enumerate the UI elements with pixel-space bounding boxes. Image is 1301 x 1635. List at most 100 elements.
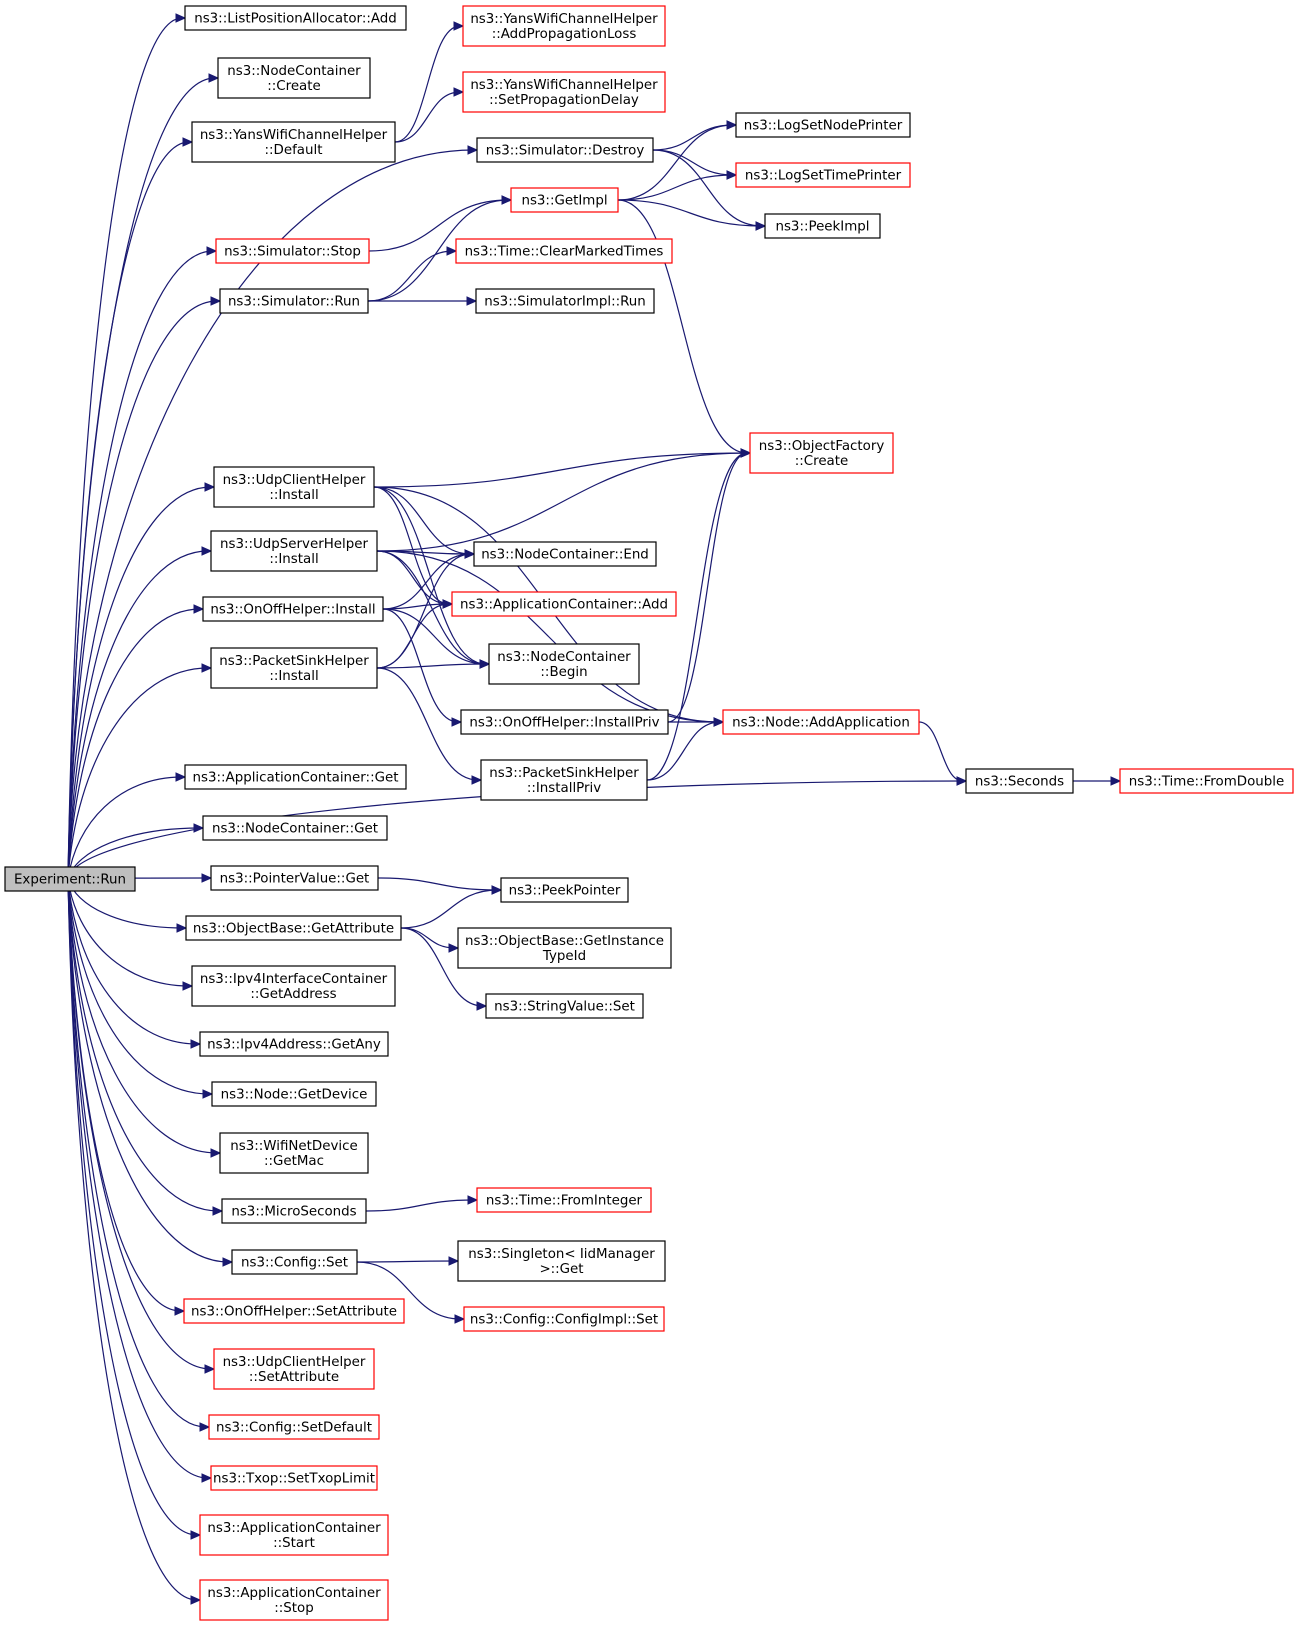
node-seconds[interactable]: ns3::Seconds bbox=[965, 768, 1074, 794]
call-edge-root-to-sim_destroy bbox=[67, 149, 475, 880]
arrowhead-microseconds-to-frominteger bbox=[467, 1195, 479, 1205]
node-configimpl-set[interactable]: ns3::Config::ConfigImpl::Set bbox=[463, 1306, 665, 1332]
node-ipv4ic-getaddr[interactable]: ns3::Ipv4InterfaceContainer::GetAddress bbox=[191, 965, 396, 1007]
node-nc-get[interactable]: ns3::NodeContainer::Get bbox=[202, 815, 388, 841]
arrowhead-root-to-node_getdev bbox=[202, 1089, 214, 1099]
call-edge-node_addapp-to-seconds bbox=[918, 721, 964, 782]
node-box bbox=[221, 1198, 367, 1224]
node-singleton-get[interactable]: ns3::Singleton< IidManager >::Get bbox=[457, 1240, 666, 1282]
node-node-addapp[interactable]: ns3::Node::AddApplication bbox=[722, 709, 920, 735]
node-pv-get[interactable]: ns3::PointerValue::Get bbox=[210, 865, 379, 891]
node-ywch-addprop[interactable]: ns3::YansWifiChannelHelper::AddPropagati… bbox=[462, 5, 666, 47]
call-edge-root-to-node_getdev bbox=[67, 878, 210, 1095]
node-box bbox=[457, 1240, 666, 1282]
node-box bbox=[480, 759, 648, 801]
node-box bbox=[191, 965, 396, 1007]
node-peekpointer[interactable]: ns3::PeekPointer bbox=[500, 877, 629, 903]
node-psh-install[interactable]: ns3::PacketSinkHelper::Install bbox=[210, 647, 378, 689]
node-label: ns3::Config::Set bbox=[241, 1256, 348, 1271]
node-label: ns3::ObjectBase::GetInstance bbox=[465, 934, 664, 949]
node-label: ::Begin bbox=[540, 665, 587, 680]
arrowhead-root-to-psh_install bbox=[201, 663, 213, 673]
node-udpc-setattr[interactable]: ns3::UdpClientHelper::SetAttribute bbox=[213, 1348, 375, 1390]
call-edge-ob_getattr-to-sv_set bbox=[400, 927, 484, 1007]
node-box bbox=[210, 865, 379, 891]
node-label: ns3::Seconds bbox=[975, 775, 1064, 790]
node-of-create[interactable]: ns3::ObjectFactory::Create bbox=[749, 432, 894, 474]
node-root[interactable]: Experiment::Run bbox=[4, 866, 136, 892]
node-lpa-add[interactable]: ns3::ListPositionAllocator::Add bbox=[184, 5, 407, 31]
call-edge-onoff_install-to-onoff_installpriv bbox=[382, 608, 459, 723]
node-box bbox=[213, 1348, 375, 1390]
arrowhead-root-to-config_setdefault bbox=[199, 1422, 211, 1432]
arrowhead-getimpl-to-log_node bbox=[726, 120, 738, 130]
call-edge-udpc_install-to-nc_begin bbox=[373, 486, 487, 665]
node-peekimpl[interactable]: ns3::PeekImpl bbox=[764, 213, 881, 239]
node-txop-setlimit[interactable]: ns3::Txop::SetTxopLimit bbox=[210, 1465, 378, 1491]
node-ob-getattr[interactable]: ns3::ObjectBase::GetAttribute bbox=[185, 915, 402, 941]
node-sim-stop[interactable]: ns3::Simulator::Stop bbox=[215, 238, 370, 264]
node-ywch-default[interactable]: ns3::YansWifiChannelHelper::Default bbox=[191, 121, 396, 163]
arrowhead-root-to-txop_setlimit bbox=[201, 1473, 213, 1483]
node-ac-get[interactable]: ns3::ApplicationContainer::Get bbox=[184, 764, 407, 790]
node-psh-installpriv[interactable]: ns3::PacketSinkHelper::InstallPriv bbox=[480, 759, 648, 801]
node-label: ::SetAttribute bbox=[249, 1370, 339, 1385]
node-clear-marked[interactable]: ns3::Time::ClearMarkedTimes bbox=[455, 238, 673, 264]
node-fromdouble[interactable]: ns3::Time::FromDouble bbox=[1119, 768, 1294, 794]
node-node-getdev[interactable]: ns3::Node::GetDevice bbox=[211, 1081, 377, 1107]
node-label: ::AddPropagationLoss bbox=[492, 27, 637, 42]
node-label: ns3::ApplicationContainer::Get bbox=[193, 771, 399, 786]
node-label: ns3::ApplicationContainer::Add bbox=[460, 598, 668, 613]
node-label: ::Stop bbox=[274, 1601, 313, 1616]
node-log-time[interactable]: ns3::LogSetTimePrinter bbox=[735, 162, 911, 188]
arrowhead-root-to-microseconds bbox=[212, 1206, 224, 1216]
node-box bbox=[735, 112, 911, 138]
node-onoff-install[interactable]: ns3::OnOffHelper::Install bbox=[202, 596, 384, 622]
arrowhead-sim_run-to-getimpl bbox=[501, 195, 513, 205]
arrowhead-root-to-ipv4ic_getaddr bbox=[182, 981, 194, 991]
node-ywch-setprop[interactable]: ns3::YansWifiChannelHelper::SetPropagati… bbox=[462, 71, 666, 113]
node-box bbox=[202, 815, 388, 841]
node-nc-end[interactable]: ns3::NodeContainer::End bbox=[473, 541, 657, 567]
call-edge-onoff_install-to-nc_end bbox=[382, 553, 472, 610]
arrowhead-root-to-ywch_default bbox=[182, 137, 194, 147]
node-ipv4a-getany[interactable]: ns3::Ipv4Address::GetAny bbox=[199, 1031, 389, 1057]
arrowhead-root-to-nc_get bbox=[193, 823, 205, 833]
node-label: ns3::MicroSeconds bbox=[231, 1205, 356, 1220]
node-nc-create[interactable]: ns3::NodeContainer::Create bbox=[217, 57, 371, 99]
node-wnd-getmac[interactable]: ns3::WifiNetDevice::GetMac bbox=[219, 1132, 369, 1174]
node-udpc-install[interactable]: ns3::UdpClientHelper::Install bbox=[213, 466, 375, 508]
node-frominteger[interactable]: ns3::Time::FromInteger bbox=[476, 1187, 652, 1213]
node-sim-destroy[interactable]: ns3::Simulator::Destroy bbox=[476, 137, 654, 163]
call-edge-udpc_install-to-of_create bbox=[373, 452, 748, 488]
node-config-set[interactable]: ns3::Config::Set bbox=[231, 1249, 358, 1275]
call-edge-root-to-onoff_install bbox=[67, 608, 201, 880]
node-sim-run[interactable]: ns3::Simulator::Run bbox=[219, 288, 369, 314]
node-ac-add[interactable]: ns3::ApplicationContainer::Add bbox=[451, 591, 677, 617]
arrowhead-root-to-ac_get bbox=[175, 772, 187, 782]
node-onoff-installpriv[interactable]: ns3::OnOffHelper::InstallPriv bbox=[460, 709, 669, 735]
node-simimpl-run[interactable]: ns3::SimulatorImpl::Run bbox=[475, 288, 655, 314]
call-edge-getimpl-to-peekimpl bbox=[617, 199, 763, 227]
node-getimpl[interactable]: ns3::GetImpl bbox=[510, 187, 619, 213]
node-config-setdefault[interactable]: ns3::Config::SetDefault bbox=[208, 1414, 380, 1440]
node-onoff-setattr[interactable]: ns3::OnOffHelper::SetAttribute bbox=[183, 1298, 405, 1324]
node-label: >::Get bbox=[539, 1262, 583, 1277]
call-edge-udps_install-to-nc_begin bbox=[376, 550, 487, 665]
arrowhead-root-to-pv_get bbox=[201, 873, 213, 883]
node-nc-begin[interactable]: ns3::NodeContainer::Begin bbox=[488, 643, 640, 685]
node-log-node[interactable]: ns3::LogSetNodePrinter bbox=[735, 112, 911, 138]
node-label: ::InstallPriv bbox=[527, 781, 601, 796]
arrowhead-root-to-ac_start bbox=[190, 1530, 202, 1540]
arrowhead-ob_getattr-to-sv_set bbox=[476, 1001, 488, 1011]
call-edge-psh_installpriv-to-node_addapp bbox=[646, 721, 721, 781]
node-ac-stop[interactable]: ns3::ApplicationContainer::Stop bbox=[199, 1579, 389, 1621]
node-ac-start[interactable]: ns3::ApplicationContainer::Start bbox=[199, 1514, 389, 1556]
node-udps-install[interactable]: ns3::UdpServerHelper::Install bbox=[210, 530, 378, 572]
node-label: ns3::StringValue::Set bbox=[494, 1000, 635, 1015]
node-box bbox=[199, 1579, 389, 1621]
node-microseconds[interactable]: ns3::MicroSeconds bbox=[221, 1198, 367, 1224]
node-label: ::Install bbox=[269, 669, 318, 684]
node-sv-set[interactable]: ns3::StringValue::Set bbox=[485, 993, 644, 1019]
